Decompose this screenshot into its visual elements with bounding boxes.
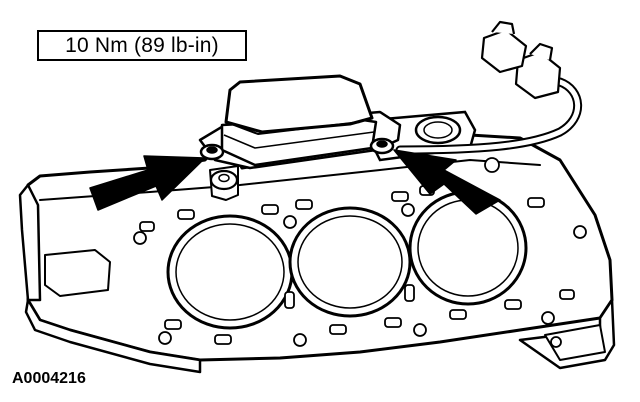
mounting-bolt-right-head [376, 140, 388, 148]
bracket-hole-inner [423, 121, 453, 139]
head-bolt-hole [133, 231, 147, 245]
passage [164, 319, 182, 330]
block-left-side [18, 183, 42, 302]
deck-passages [133, 157, 587, 348]
block-right-lug [544, 324, 606, 361]
head-bolt-hole [484, 157, 500, 173]
harness-wire-inner [397, 79, 581, 153]
torque-spec-label: 10 Nm (89 lb-in) [37, 30, 247, 61]
head-bolt-hole [413, 323, 427, 337]
cylinder-bore-2 [288, 206, 412, 318]
cylinder-bore-1-inner [175, 223, 285, 321]
module-cover [224, 74, 374, 134]
cylinder-bore-3 [408, 190, 528, 306]
passage [284, 291, 295, 309]
passage [329, 324, 347, 335]
figure-id: A0004216 [12, 370, 86, 387]
passage [527, 197, 545, 208]
block-left-lug [44, 249, 111, 297]
cylinder-bore-2-inner [297, 215, 403, 309]
head-bolt-hole [573, 225, 587, 239]
passage [559, 289, 575, 300]
head-bolt-hole [158, 331, 172, 345]
component-module [198, 74, 402, 201]
arrow-right-bolt [393, 149, 501, 215]
wiring-harness [395, 77, 583, 155]
passage [449, 309, 467, 320]
passage [177, 209, 195, 220]
mounting-bolts [199, 137, 395, 161]
cylinder-bores [166, 190, 528, 330]
head-bolt-hole [283, 215, 297, 229]
passage [504, 299, 522, 310]
cylinder-bore-1 [166, 214, 294, 330]
module-cover-edge [225, 121, 361, 135]
head-bolt-hole [401, 203, 415, 217]
block-front-face [24, 298, 202, 374]
passage [404, 284, 415, 302]
electrical-connector [480, 20, 562, 100]
passage [139, 221, 155, 232]
passage [261, 204, 279, 215]
passage [295, 199, 313, 210]
mounting-bolt-left-head [206, 146, 218, 154]
passage [214, 334, 232, 345]
stud-nut-center [218, 173, 230, 183]
torque-spec-text: 10 Nm (89 lb-in) [65, 33, 219, 57]
connector-tab [529, 42, 554, 61]
head-bolt-hole [293, 333, 307, 347]
head-bolt-hole [541, 311, 555, 325]
pointer-arrows [89, 149, 501, 215]
passage [391, 191, 409, 202]
passage [384, 317, 402, 328]
dowel-hole [550, 336, 562, 348]
connector-latch [491, 20, 516, 35]
arrow-left-bolt [89, 155, 206, 211]
module-body-ridge [223, 131, 375, 149]
connector-plug [480, 28, 528, 74]
